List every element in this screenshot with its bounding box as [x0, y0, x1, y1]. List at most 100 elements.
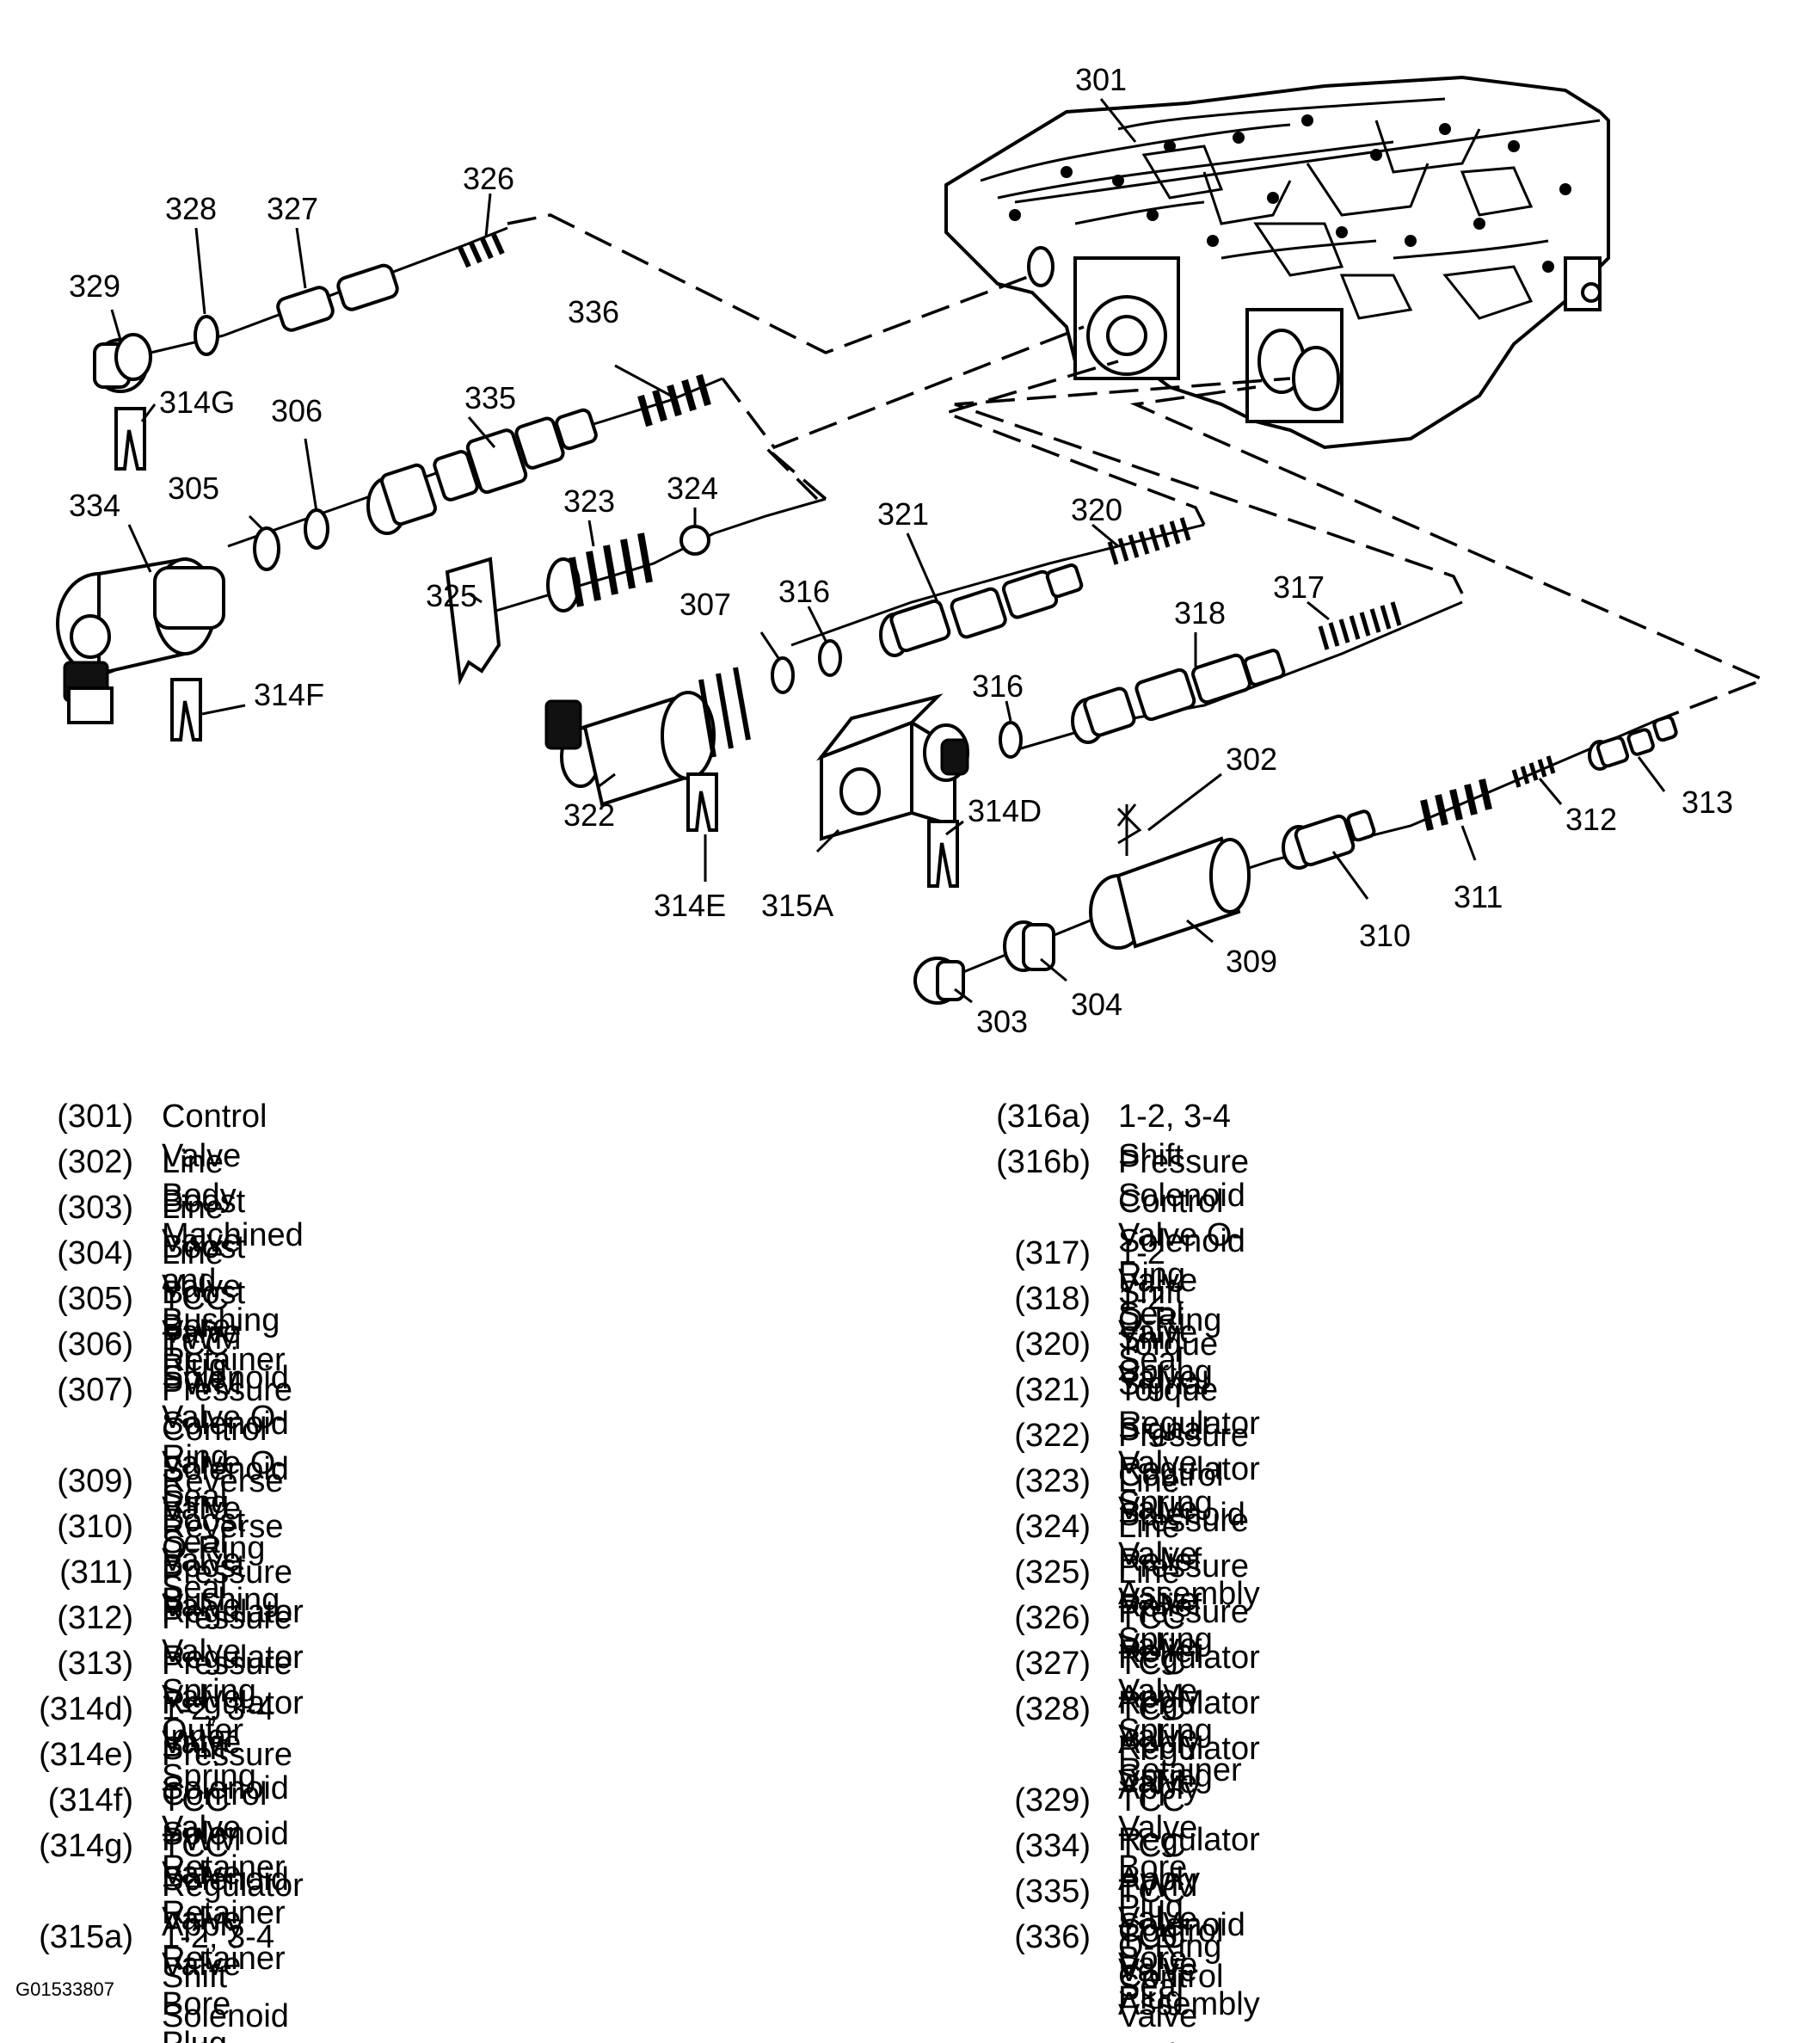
legend-description: 1-2, 3-4 Shift Solenoid Valve Assembly [162, 1919, 289, 2043]
legend-code: (309) [57, 1463, 133, 1499]
legend-description: Torque Signal Regulator Valve Spring [1118, 1326, 1260, 1521]
legend-description: Reverse Boost Valve Bushing [162, 1463, 284, 1618]
spring-323 [546, 532, 653, 612]
callout-327: 327 [267, 191, 318, 226]
legend-description: TCC Regulator Apply Valve Bore Plug O-Ri… [1118, 1691, 1260, 2004]
retainer-314g [114, 407, 146, 471]
callout-317: 317 [1273, 569, 1325, 605]
legend-description: TCC Regulator Apply Valve Spring [1118, 1600, 1260, 1794]
legend-code: (314g) [39, 1828, 133, 1864]
callout-335: 335 [464, 380, 516, 415]
bushing-309 [1089, 836, 1251, 950]
legend-code: (314e) [39, 1737, 133, 1773]
legend-description: Line Pressure Relief Valve Spring [1118, 1463, 1250, 1658]
legend-code: (324) [1014, 1509, 1091, 1545]
legend-description: Line Boost Valve Bore Plug [162, 1190, 246, 1384]
callout-316-upper: 316 [778, 574, 830, 609]
exploded-view-diagram: 301 302 303 304 305 306 309 310 311 312 … [56, 62, 1768, 1039]
callout-307: 307 [679, 587, 731, 622]
oring-316-a [818, 639, 842, 677]
retainer-302 [1116, 803, 1142, 856]
legend-code: (335) [1014, 1874, 1091, 1910]
legend-description: Line Pressure Relief Valve Spring Retain… [1118, 1554, 1250, 1788]
legend-code: (305) [57, 1281, 133, 1317]
callout-329: 329 [69, 268, 120, 304]
legend-code: (318) [1014, 1281, 1091, 1317]
pressure-regulator-valve-313 [1588, 715, 1678, 771]
legend-description: Control Valve Body Machined [162, 1098, 304, 1253]
legend-description: Pressure Regulator Valve Inner Spring [162, 1600, 304, 1794]
legend-code: (327) [1014, 1646, 1091, 1682]
legend-code: (329) [1014, 1782, 1091, 1818]
spring-311 [1420, 778, 1492, 831]
callout-301: 301 [1075, 62, 1127, 97]
legend-description: 1-2, 3-4 Shift Solenoid Valve Retainer [162, 1691, 289, 1886]
callout-323: 323 [563, 483, 615, 519]
control-valve-body [944, 75, 1610, 450]
legend-description: TCC Control Valve Spring [1118, 1919, 1224, 2043]
callout-313: 313 [1682, 785, 1733, 820]
spring-326 [458, 233, 505, 268]
legend-code: (307) [57, 1372, 133, 1408]
legend-description: TCC PWM Solenoid Valve Retainer [162, 1782, 289, 1977]
legend-code: (303) [57, 1190, 133, 1226]
oring-307 [771, 656, 795, 694]
spring-336 [637, 373, 711, 428]
legend-code: (314f) [47, 1782, 133, 1818]
callout-315a: 315A [761, 888, 833, 923]
legend-code: (322) [1014, 1418, 1091, 1454]
legend-description: TCC Regulator Apply Valve Bore Plug Reta… [162, 1828, 304, 2043]
legend-description: TCC PWM Solenoid Valve O-Ring Seal [162, 1281, 289, 1515]
legend-description: Torque Signal Regulator Valve [1118, 1372, 1260, 1527]
legend-code: (314d) [39, 1691, 133, 1727]
bore-plug-303 [913, 957, 965, 1005]
legend-description: Line Pressure Relief Valve [1118, 1509, 1250, 1664]
legend-description: 1-2 Shift Valve Spring [1118, 1235, 1213, 1390]
torque-signal-valve-321 [879, 563, 1084, 657]
callout-336: 336 [568, 294, 619, 329]
legend-description: TCC Regulator Apply Valve [1118, 1646, 1260, 1800]
callout-leaders [110, 98, 1666, 1004]
legend-description: Line Boost Valve [162, 1235, 246, 1351]
callout-316-lower: 316 [972, 668, 1024, 704]
legend-code: (336) [1014, 1919, 1091, 1955]
ball-324 [679, 525, 710, 556]
callout-321: 321 [877, 496, 929, 532]
callout-322: 322 [563, 797, 615, 833]
callout-306: 306 [271, 393, 323, 428]
callout-314g: 314G [159, 385, 235, 420]
legend-description: TCC PWM Solenoid Valve Assembly [1118, 1828, 1260, 2022]
legend-description: TCC Regulator Apply Valve Bore Plug [1118, 1782, 1260, 2016]
legend-description: Pressure Control Solenoid Valve Assembly [1118, 1418, 1260, 1612]
callout-314d: 314D [968, 793, 1042, 828]
callout-303: 303 [976, 1004, 1028, 1039]
legend-description: Line Boost Valve and Bushing Retainer [162, 1144, 286, 1378]
legend-code: (325) [1014, 1554, 1091, 1591]
spring-317 [1318, 601, 1402, 650]
legend-code: (320) [1014, 1326, 1091, 1363]
line-boost-valve-304 [1003, 920, 1055, 972]
legend-description: 1-2, 3-4 Shift Solenoid Valve O-Ring Sea… [1118, 1098, 1245, 1332]
callout-labels: 301 302 303 304 305 306 309 310 311 312 … [69, 62, 1733, 1039]
legend-code: (302) [57, 1144, 133, 1180]
legend-code: (313) [57, 1646, 133, 1682]
bore-plug-329 [93, 333, 152, 393]
oring-316-b [999, 721, 1023, 759]
shift-valve-318 [1071, 649, 1286, 744]
legend-description: Pressure Control Solenoid Valve Retainer [162, 1737, 293, 1931]
callout-318: 318 [1174, 595, 1226, 631]
tcc-control-valve-335 [366, 408, 598, 535]
reverse-boost-valve-310 [1282, 809, 1376, 870]
callout-328: 328 [165, 191, 217, 226]
callout-324: 324 [667, 471, 718, 506]
oring-306 [304, 508, 329, 550]
legend-code: (334) [1014, 1828, 1091, 1864]
tcc-pwm-solenoid-334 [56, 557, 225, 724]
callout-311: 311 [1454, 879, 1503, 914]
callout-302: 302 [1226, 742, 1277, 777]
retainer-314d [927, 820, 959, 888]
callout-326: 326 [463, 161, 514, 196]
legend-code: (328) [1014, 1691, 1091, 1727]
callout-304: 304 [1071, 987, 1122, 1022]
